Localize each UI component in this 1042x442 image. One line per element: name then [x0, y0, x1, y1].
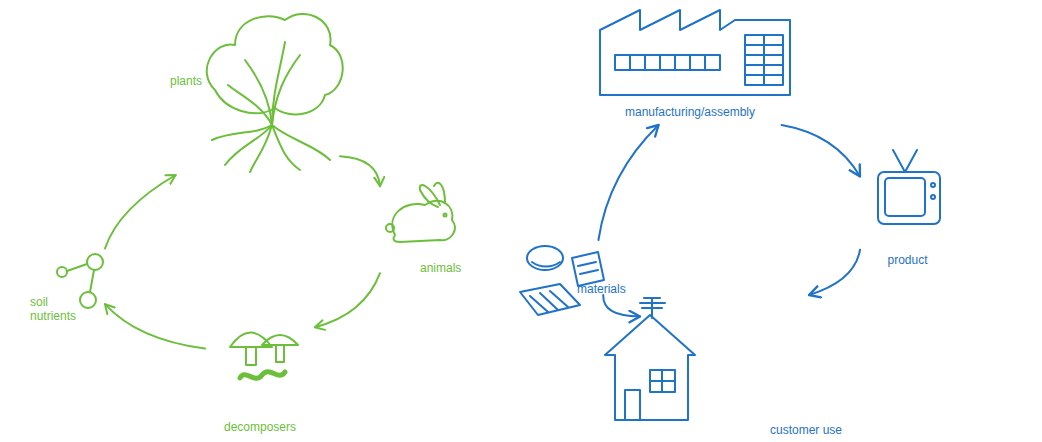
cycle-stage: customer use: [600, 295, 855, 440]
cycle-stage: soil nutrients: [30, 240, 105, 335]
house-drawing: [605, 298, 695, 420]
cycle-stage: plants: [170, 10, 340, 175]
tree-drawing: [207, 14, 343, 172]
stage-label: animals: [420, 261, 490, 275]
cycle-arrow: [105, 304, 205, 348]
television-drawing: [878, 150, 940, 224]
cycle-arrow: [340, 156, 380, 186]
cycle-stage: product: [860, 145, 955, 270]
mushroom-drawing: [230, 333, 298, 379]
stage-label: customer use: [770, 423, 855, 437]
cycle-stage: manufacturing/assembly: [580, 5, 800, 125]
materials-drawing: [520, 246, 604, 315]
cycle-arrow: [603, 295, 640, 316]
cycle-arrow: [782, 125, 860, 176]
stage-label: decomposers: [205, 420, 315, 434]
cycle-arrow: [105, 175, 176, 249]
cycle-stage: animals: [380, 175, 490, 280]
rabbit-drawing: [386, 183, 455, 242]
stage-label: product: [860, 253, 955, 267]
cycle-stage: decomposers: [205, 310, 315, 436]
factory-drawing: [600, 10, 790, 95]
stage-label: materials: [577, 282, 640, 296]
stage-label: manufacturing/assembly: [580, 105, 800, 119]
stage-label: plants: [170, 74, 220, 88]
cycle-arrow: [315, 273, 380, 327]
cycle-arrow: [809, 250, 860, 295]
cycle-arrow: [598, 125, 658, 240]
cycle-stage: materials: [515, 240, 640, 320]
molecule-drawing: [57, 254, 103, 308]
stage-label: soil nutrients: [30, 295, 90, 323]
